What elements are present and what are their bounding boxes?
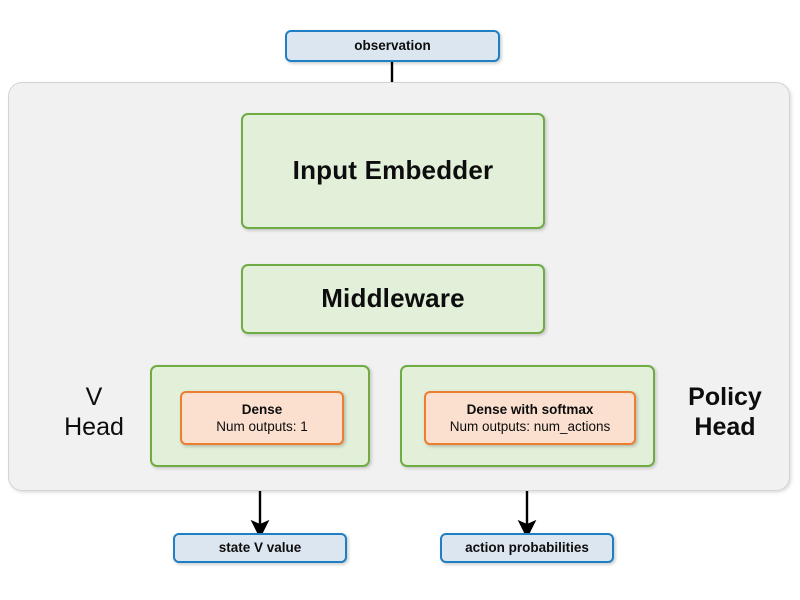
- node-observation-label: observation: [354, 38, 431, 54]
- node-v-head-dense[interactable]: Dense Num outputs: 1: [180, 391, 344, 445]
- node-observation[interactable]: observation: [285, 30, 500, 62]
- node-policy-head-dense[interactable]: Dense with softmax Num outputs: num_acti…: [424, 391, 636, 445]
- policy-head-container[interactable]: Dense with softmax Num outputs: num_acti…: [400, 365, 655, 467]
- node-action-probabilities[interactable]: action probabilities: [440, 533, 614, 563]
- policy-head-caption: Policy Head: [688, 383, 762, 441]
- node-v-head-dense-title: Dense: [241, 401, 283, 417]
- node-middleware[interactable]: Middleware: [241, 264, 545, 334]
- node-input-embedder-label: Input Embedder: [292, 155, 494, 186]
- node-policy-head-dense-subtitle: Num outputs: num_actions: [449, 418, 611, 434]
- node-state-v-value[interactable]: state V value: [173, 533, 347, 563]
- node-v-head-dense-subtitle: Num outputs: 1: [216, 418, 308, 434]
- v-head-container[interactable]: Dense Num outputs: 1: [150, 365, 370, 467]
- node-state-v-value-label: state V value: [218, 540, 302, 556]
- v-head-caption: V Head: [64, 383, 124, 441]
- node-input-embedder[interactable]: Input Embedder: [241, 113, 545, 229]
- node-middleware-label: Middleware: [321, 283, 465, 314]
- node-policy-head-dense-title: Dense with softmax: [466, 401, 594, 417]
- node-action-probabilities-label: action probabilities: [465, 540, 589, 556]
